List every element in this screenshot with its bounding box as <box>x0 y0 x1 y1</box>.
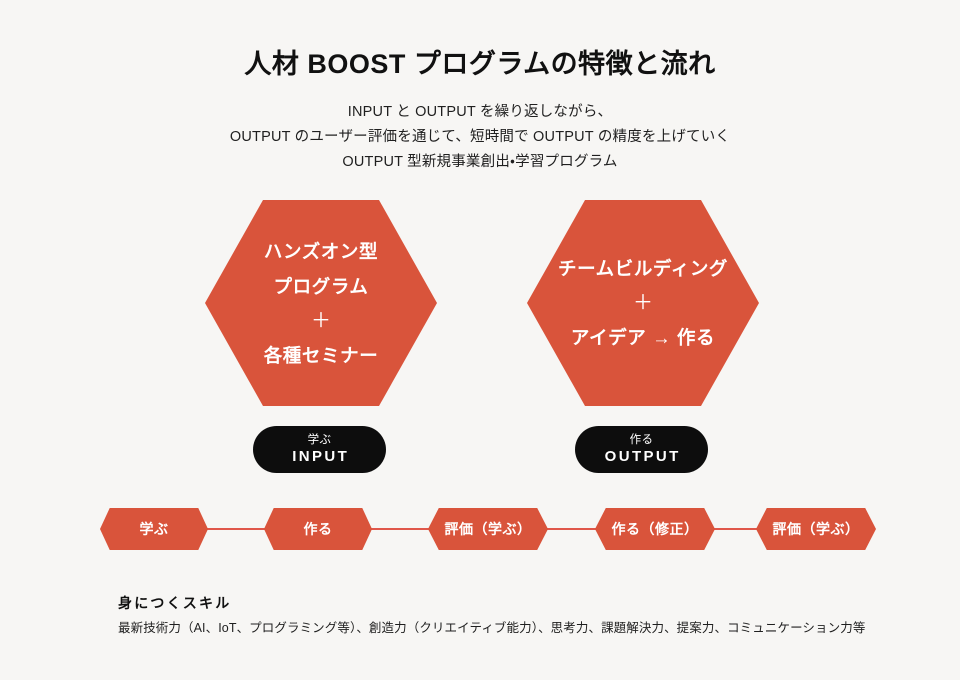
hexagon-hands-on-line-1: ハンズオン型 <box>263 240 379 262</box>
hexagon-team-building-line-1: チームビルディング <box>557 258 729 279</box>
flow-step: 学ぶ <box>100 508 208 550</box>
hexagon-hands-on: ハンズオン型 プログラム ＋ 各種セミナー <box>205 200 437 406</box>
skills-body: 最新技術力（AI、IoT、プログラミング等）、創造力（クリエイティブ能力）、思考… <box>118 621 866 635</box>
subtitle-block: INPUT と OUTPUT を繰り返しながら、 OUTPUT のユーザー評価を… <box>0 100 960 175</box>
flow-step: 作る <box>264 508 372 550</box>
badge-input: 学ぶ INPUT <box>253 426 386 473</box>
badge-input-sublabel: 学ぶ <box>307 434 332 446</box>
badge-output-sublabel: 作る <box>629 434 654 446</box>
process-flow: 学ぶ 作る 評価（学ぶ） 作る（修正） 評価（学ぶ） <box>100 508 876 550</box>
skills-section: 身につくスキル 最新技術力（AI、IoT、プログラミング等）、創造力（クリエイテ… <box>118 592 878 638</box>
hexagon-hands-on-line-3: 各種セミナー <box>263 344 379 366</box>
page-title: 人材 BOOST プログラムの特徴と流れ <box>244 49 716 79</box>
subtitle-line-3: OUTPUT 型新規事業創出・学習プログラム <box>342 154 618 170</box>
plus-icon: ＋ <box>311 309 331 332</box>
flow-step: 評価（学ぶ） <box>428 508 548 550</box>
subtitle-line-2: OUTPUT のユーザー評価を通じて、短時間で OUTPUT の精度を上げていく <box>229 129 731 145</box>
subtitle-line-1: INPUT と OUTPUT を繰り返しながら、 <box>347 104 613 120</box>
skills-heading: 身につくスキル <box>118 595 232 611</box>
badge-output: 作る OUTPUT <box>575 426 708 473</box>
hexagon-team-building-line-2: アイデア → 作る <box>570 327 716 348</box>
plus-icon: ＋ <box>633 292 653 314</box>
badge-output-label: OUTPUT <box>604 448 681 465</box>
flow-connector <box>544 528 599 530</box>
flow-step: 評価（学ぶ） <box>756 508 876 550</box>
badge-input-label: INPUT <box>292 448 350 465</box>
hexagon-hands-on-line-2: プログラム <box>273 275 369 297</box>
hexagon-team-building: チームビルディング ＋ アイデア → 作る <box>527 200 759 406</box>
flow-connector <box>204 528 268 530</box>
flow-connector <box>368 528 432 530</box>
flow-step: 作る（修正） <box>595 508 715 550</box>
flow-connector <box>711 528 760 530</box>
